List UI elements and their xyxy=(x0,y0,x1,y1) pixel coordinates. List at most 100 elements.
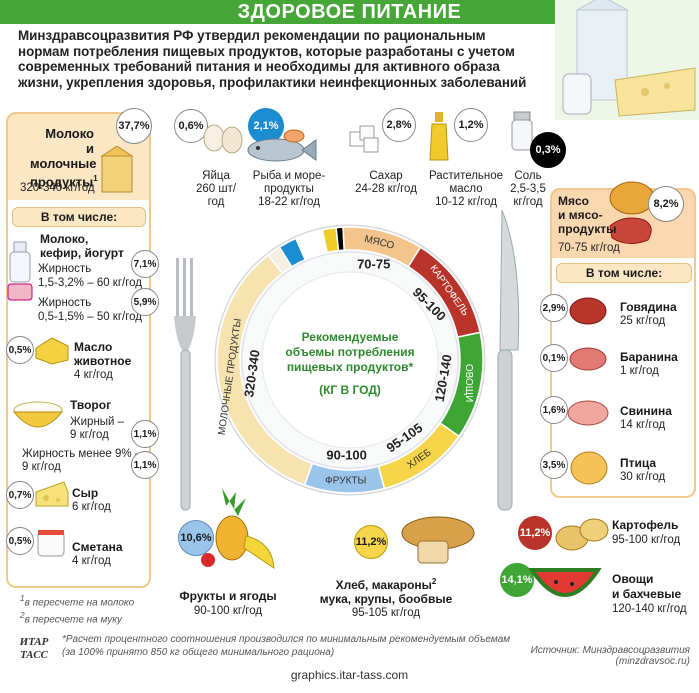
veg-amount: 120-140 кг/год xyxy=(612,603,687,615)
milk-carton-icon xyxy=(100,146,134,193)
watermelon-icon xyxy=(528,568,602,597)
intro-text: Минздравсоцразвития РФ утвердил рекоменд… xyxy=(18,28,527,90)
footer-notes: *Расчет процентного соотношения производ… xyxy=(62,633,510,659)
bread-text: Хлеб, макароны2 мука, крупы, бообвые 95-… xyxy=(316,575,456,620)
salt-text: Соль 2,5-3,5 кг/год xyxy=(502,170,554,209)
fish-amount: 18-22 кг/год xyxy=(258,196,320,208)
oil-amount: 10-12 кг/год xyxy=(435,196,497,208)
pork-icon xyxy=(567,400,609,426)
poultry-amount: 30 кг/год xyxy=(620,471,666,483)
footnote2: в пересчете на муку xyxy=(24,614,122,626)
pork-pct: 1,6% xyxy=(540,396,568,424)
fish-name-line1: Рыба и море- xyxy=(252,170,326,182)
value-label-meat: 70-75 xyxy=(357,256,390,271)
milk-name-line1: Молоко, xyxy=(40,232,89,246)
cheese-pct: 0,7% xyxy=(6,481,34,509)
page-title: ЗДОРОВОЕ ПИТАНИЕ xyxy=(237,1,462,23)
plate-center-line3: пищевых продуктов* xyxy=(286,360,414,374)
milk-fat-high: Жирность 1,5-3,2% – 60 кг/год xyxy=(38,262,142,290)
fruit-text: Фрукты и ягоды 90-100 кг/год xyxy=(178,589,278,619)
meat-name: Мясо и мясо- продукты xyxy=(558,194,616,236)
butter-name-line2: животное xyxy=(74,354,132,368)
segment-dairy xyxy=(216,254,314,486)
dairy-sub-header: В том числе: xyxy=(12,207,146,227)
oil-bottle-icon xyxy=(429,112,449,161)
fruit-amount: 90-100 кг/год xyxy=(193,605,263,617)
tvorog-fat2-pct: 1,1% xyxy=(131,451,159,479)
dairy-name-line1: Молоко xyxy=(45,126,94,141)
beef-text: Говядина 25 кг/год xyxy=(620,300,677,328)
footnote1: в пересчете на молоко xyxy=(24,597,135,609)
footnote2-sup: 2 xyxy=(20,610,25,621)
lamb-icon xyxy=(569,347,607,371)
meat-name-line2: и мясо- xyxy=(558,208,603,222)
bread-pct: 11,2% xyxy=(354,525,388,559)
eggs-text: Яйца 260 шт/год xyxy=(188,170,244,209)
milk-fat-high-line1: Жирность xyxy=(38,263,92,275)
lamb-amount: 1 кг/год xyxy=(620,365,659,377)
source-text: Источник: Минздравсоцразвития (minzdravs… xyxy=(530,645,690,667)
beef-amount: 25 кг/год xyxy=(620,315,666,327)
lamb-text: Баранина 1 кг/год xyxy=(620,350,678,378)
potato-icon xyxy=(555,518,609,551)
oil-name-line2: масло xyxy=(449,183,483,195)
fruit-name: Фрукты и ягоды xyxy=(179,589,277,603)
veg-name-line1: Овощи xyxy=(612,572,654,586)
sugar-pct: 2,8% xyxy=(382,108,416,142)
cheese-icon xyxy=(35,481,69,507)
butter-name-line1: Масло xyxy=(74,340,113,354)
sugar-text: Сахар 24-28 кг/год xyxy=(346,170,426,196)
salt-amount-line2: кг/год xyxy=(513,196,543,208)
salt-name: Соль xyxy=(514,170,542,182)
footer-note2: (за 100% принято 850 кг общего минимальн… xyxy=(62,647,335,658)
cheese-name: Сыр xyxy=(72,486,99,500)
butter-pct: 0,5% xyxy=(6,336,34,364)
smetana-amount: 4 кг/год xyxy=(72,555,111,567)
milk-fat-low-line2: 0,5-1,5% – 50 кг/год xyxy=(38,311,143,323)
beef-name: Говядина xyxy=(620,300,677,314)
bread-sup: 2 xyxy=(431,577,437,586)
knife-icon xyxy=(497,209,520,511)
footer-note1: *Расчет процентного соотношения производ… xyxy=(62,634,511,645)
salt-shaker-icon xyxy=(511,111,533,151)
dairy-name-line2: и молочные xyxy=(30,141,97,171)
svg-text:ИТАР: ИТАР xyxy=(19,636,49,648)
tvorog-fat2: Жирность менее 9% – 9 кг/год xyxy=(22,448,141,474)
value-label-dairy: 320-340 xyxy=(241,349,262,398)
bread-amount: 95-105 кг/год xyxy=(351,607,421,619)
milk-bottle-icon xyxy=(7,241,33,301)
poultry-icon xyxy=(570,451,608,485)
milk-fat-low-pct: 5,9% xyxy=(131,288,159,316)
dairy-pct: 37,7% xyxy=(116,108,152,144)
tvorog-fat1-pct: 1,1% xyxy=(131,420,159,448)
tvorog-fat1-line2: 9 кг/год xyxy=(70,429,109,441)
fish-name-line2: продукты xyxy=(264,183,314,195)
pork-name: Свинина xyxy=(620,404,672,418)
eggs-pct: 0,6% xyxy=(174,109,208,143)
meat-pct: 8,2% xyxy=(648,186,684,222)
eggs-amount: 260 шт/год xyxy=(195,183,237,208)
milk-fat-high-pct: 7,1% xyxy=(131,250,159,278)
meat-name-line3: продукты xyxy=(558,222,617,236)
veg-pct: 14,1% xyxy=(500,563,534,597)
milk-fat-low-line1: Жирность xyxy=(38,297,92,309)
milk-name-line2: кефир, йогурт xyxy=(40,246,124,260)
itar-tass-logo: ИТАР ТАСС xyxy=(10,633,58,661)
bread-icon xyxy=(401,516,475,564)
dairy-amount: 320-340 кг/год xyxy=(20,182,95,194)
segment-label-fruit: ФРУКТЫ xyxy=(325,476,366,487)
plate-center-line2: объемы потребления xyxy=(285,345,415,359)
eggs-name: Яйца xyxy=(202,170,230,182)
salt-pct: 0,3% xyxy=(530,132,566,168)
dairy-name: Молоко и молочные продукты1 xyxy=(30,126,98,189)
potato-text: Картофель 95-100 кг/год xyxy=(612,518,680,548)
tvorog-fat1-line1: Жирный – xyxy=(70,416,125,428)
tvorog-fat2-line1: Жирность менее 9% – xyxy=(22,448,142,460)
potato-name: Картофель xyxy=(612,518,679,532)
meat-sub-header: В том числе: xyxy=(556,263,692,283)
cheese-amount: 6 кг/год xyxy=(72,501,111,513)
fork-icon xyxy=(174,258,196,511)
milk-fat-low: Жирность 0,5-1,5% – 50 кг/год xyxy=(38,296,142,324)
plate-center-line1: Рекомендуемые xyxy=(301,330,399,344)
